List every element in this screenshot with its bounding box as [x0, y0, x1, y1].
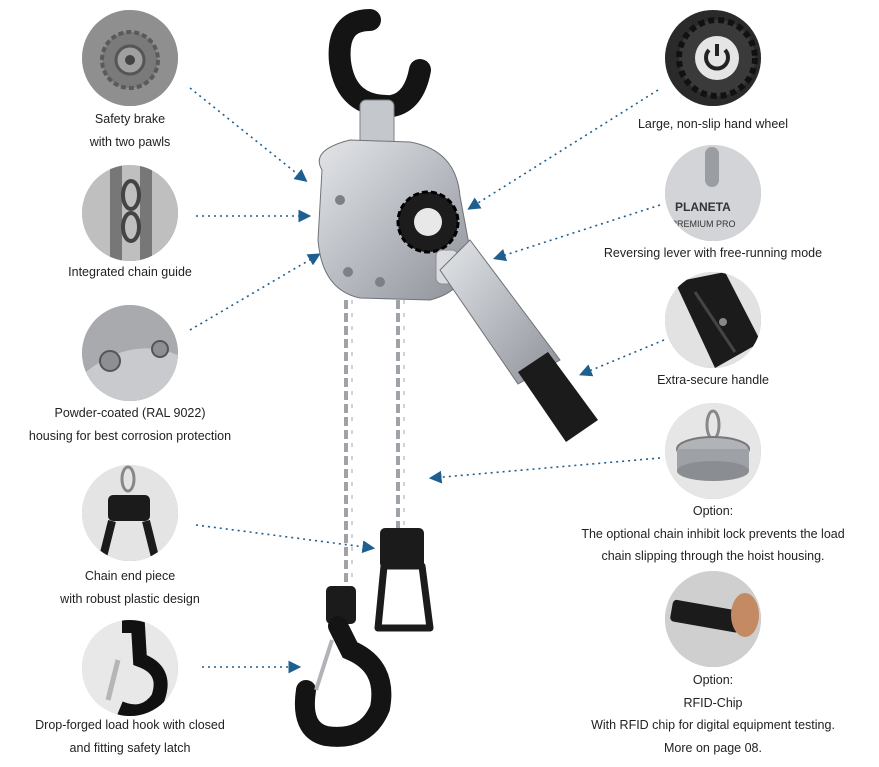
chain-guide-thumbnail: [82, 165, 178, 261]
load-hook-icon: [82, 620, 178, 716]
model-plate-text: PREMIUM PRO: [671, 219, 736, 229]
caption-line: chain slipping through the hoist housing…: [601, 549, 825, 563]
chain-end-caption: Chain end piece with robust plastic desi…: [40, 565, 220, 610]
housing-caption: Powder-coated (RAL 9022) housing for bes…: [10, 402, 250, 447]
caption-line: Option:: [692, 504, 734, 518]
reversing-lever-icon: PLANETA PREMIUM PRO: [665, 145, 761, 241]
rfid-thumbnail: [665, 571, 761, 667]
lever-handle: [518, 352, 598, 442]
reversing-lever-thumbnail: PLANETA PREMIUM PRO: [665, 145, 761, 241]
load-hook-caption: Drop-forged load hook with closed and fi…: [10, 714, 250, 759]
housing-bolt-icon: [82, 305, 178, 401]
safety-brake-caption: Safety brake with two pawls: [70, 108, 190, 153]
reversing-lever-caption: Reversing lever with free-running mode: [583, 242, 843, 265]
caption-line: Option:: [692, 673, 734, 687]
rfid-caption: Option: RFID-Chip With RFID chip for dig…: [563, 669, 863, 759]
chain-end-piece-icon: [82, 465, 178, 561]
chain-guide-caption: Integrated chain guide: [50, 261, 210, 284]
caption-line: With RFID chip for digital equipment tes…: [591, 718, 835, 732]
callout-line-inhibit-lock: [428, 457, 661, 484]
caption-line: Reversing lever with free-running mode: [603, 246, 823, 260]
handle-grip-icon: [665, 272, 761, 368]
hand-wheel-caption: Large, non-slip hand wheel: [610, 113, 816, 136]
caption-line: Drop-forged load hook with closed: [35, 718, 225, 732]
callout-line-handle: [579, 339, 665, 377]
callout-line-hand-wheel: [467, 89, 659, 210]
caption-line: Safety brake: [94, 112, 166, 126]
brake-gear-icon: [82, 10, 178, 106]
top-hook: [328, 9, 431, 149]
inhibit-lock-caption: Option: The optional chain inhibit lock …: [555, 500, 871, 568]
caption-line: Large, non-slip hand wheel: [637, 117, 789, 131]
handle-caption: Extra-secure handle: [633, 369, 793, 392]
handle-thumbnail: [665, 272, 761, 368]
callout-line-housing: [189, 253, 321, 331]
load-chain: [344, 300, 405, 590]
callout-line-safety-brake: [189, 87, 308, 182]
safety-brake-thumbnail: [82, 10, 178, 106]
caption-line: with two pawls: [89, 134, 171, 149]
chain-end-piece: [374, 528, 434, 632]
caption-line: Integrated chain guide: [68, 265, 192, 279]
name-plate-text: PLANETA: [675, 200, 731, 214]
lever-arm: [439, 239, 561, 385]
caption-line: The optional chain inhibit lock prevents…: [581, 526, 845, 541]
caption-line: RFID-Chip: [683, 695, 743, 710]
chain-inhibit-lock-icon: [665, 403, 761, 499]
caption-line: Extra-secure handle: [657, 373, 769, 387]
hand-wheel-thumbnail: [665, 10, 761, 106]
bottom-hook: [295, 586, 392, 747]
rfid-chip-icon: [665, 571, 761, 667]
caption-line: Powder-coated (RAL 9022): [54, 406, 206, 420]
caption-line: More on page 08.: [664, 740, 762, 755]
inhibit-lock-thumbnail: [665, 403, 761, 499]
caption-line: housing for best corrosion protection: [28, 428, 232, 443]
hoist-housing: [317, 139, 471, 301]
hand-wheel-icon: [665, 10, 761, 106]
caption-line: and fitting safety latch: [69, 740, 191, 755]
load-hook-thumbnail: [82, 620, 178, 716]
callout-line-reversing-lever: [492, 204, 661, 262]
housing-thumbnail: [82, 305, 178, 401]
caption-line: with robust plastic design: [60, 591, 200, 606]
caption-line: Chain end piece: [84, 569, 176, 583]
chain-guide-icon: [82, 165, 178, 261]
chain-end-thumbnail: [82, 465, 178, 561]
